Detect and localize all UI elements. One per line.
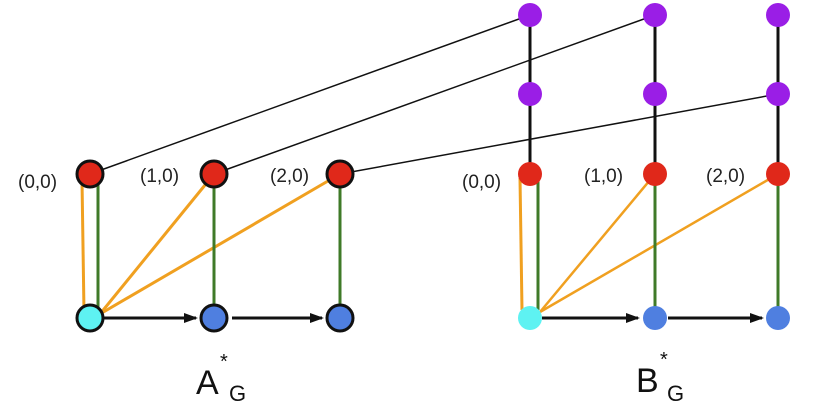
- node-purple: [643, 3, 667, 27]
- graph-a-edges: [80, 172, 342, 323]
- orange-edge: [99, 172, 341, 316]
- graph-title-superscript: *: [660, 349, 668, 371]
- graph-title-subscript: G: [229, 381, 246, 406]
- graph-title-superscript: *: [220, 351, 228, 373]
- orange-edge: [98, 173, 216, 315]
- node-blue: [199, 303, 229, 333]
- node-red: [643, 162, 667, 186]
- graph-a-labels: (0,0) (1,0) (2,0): [18, 166, 309, 193]
- node-red: [75, 159, 105, 189]
- node-purple: [766, 82, 790, 106]
- graph-a-nodes: [75, 159, 355, 333]
- node-cyan: [75, 303, 105, 333]
- node-blue: [766, 306, 790, 330]
- node-purple: [643, 82, 667, 106]
- graph-b-title: B * G: [636, 349, 684, 406]
- node-blue: [325, 303, 355, 333]
- node-label: (1,0): [584, 166, 623, 187]
- node-label: (0,0): [462, 172, 501, 193]
- orange-edge: [80, 179, 86, 313]
- node-purple: [518, 82, 542, 106]
- cross-links: [89, 14, 779, 175]
- graph-title-subscript: G: [667, 381, 684, 406]
- orange-edge: [539, 172, 779, 314]
- graph-b-labels: (0,0) (1,0) (2,0): [462, 166, 745, 193]
- node-red: [325, 159, 355, 189]
- orange-edge: [518, 177, 524, 311]
- node-label: (1,0): [140, 166, 179, 187]
- node-label: (2,0): [706, 166, 745, 187]
- graph-title: B: [636, 362, 659, 400]
- cross-link-1: [213, 14, 656, 175]
- node-label: (2,0): [270, 166, 309, 187]
- node-purple: [766, 3, 790, 27]
- cross-link-0: [89, 14, 531, 175]
- orange-edge: [539, 173, 656, 313]
- cross-link-2: [339, 93, 779, 175]
- graph-b-nodes: [518, 3, 790, 330]
- node-label: (0,0): [18, 172, 57, 193]
- graph-title: A: [196, 364, 219, 402]
- node-red: [518, 162, 542, 186]
- node-purple: [518, 3, 542, 27]
- node-cyan: [518, 306, 542, 330]
- graph-a-title: A * G: [196, 351, 246, 406]
- node-red: [766, 162, 790, 186]
- node-blue: [643, 306, 667, 330]
- node-red: [199, 159, 229, 189]
